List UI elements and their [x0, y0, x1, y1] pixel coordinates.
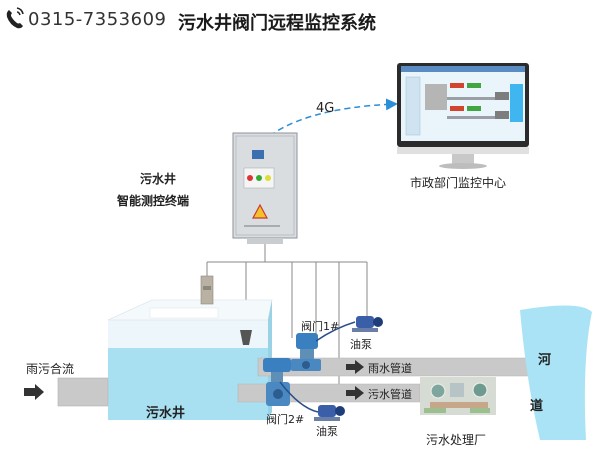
- combined-inflow-label: 雨污合流: [26, 362, 75, 376]
- phone-number: 0315-7353609: [28, 9, 167, 30]
- treatment-plant-image: [420, 377, 496, 415]
- terminal-label-line2: 智能测控终端: [117, 194, 190, 208]
- treatment-plant-label: 污水处理厂: [426, 433, 487, 447]
- signal-label: 4G: [316, 101, 335, 116]
- rain-flow-arrow: [346, 360, 364, 374]
- smart-control-terminal-cabinet: [232, 132, 298, 244]
- valve-2-label: 阀门2#: [266, 413, 305, 426]
- hydraulic-hoses: [279, 321, 356, 413]
- oil-pump-1-label: 油泵: [350, 338, 372, 351]
- monitor-center-computer: [397, 63, 529, 169]
- signal-cables: [206, 244, 368, 402]
- terminal-label-line1: 污水井: [140, 172, 177, 186]
- river-label-1: 河: [538, 353, 552, 368]
- phone-icon: [6, 7, 24, 29]
- oil-pump-1: [352, 316, 383, 332]
- inflow-arrow: [24, 384, 44, 400]
- monitor-center-label: 市政部门监控中心: [410, 176, 507, 190]
- valve-1: [291, 333, 321, 371]
- well-label: 污水井: [146, 406, 186, 421]
- sewage-flow-arrow: [346, 386, 364, 400]
- river-label-2: 道: [530, 399, 544, 414]
- river: [520, 305, 592, 440]
- valve-1-label: 阀门1#: [301, 320, 340, 333]
- level-sensor: [200, 275, 214, 305]
- oil-pump-2-label: 油泵: [316, 425, 338, 438]
- sewage-well: [107, 299, 273, 420]
- float-switch: [240, 330, 252, 345]
- inflow-pipe: [57, 377, 109, 407]
- page-title: 污水井阀门远程监控系统: [178, 13, 376, 34]
- sewage-pipe-label: 污水管道: [368, 388, 412, 401]
- oil-pump-2: [314, 405, 345, 421]
- rain-pipe-label: 雨水管道: [368, 362, 412, 375]
